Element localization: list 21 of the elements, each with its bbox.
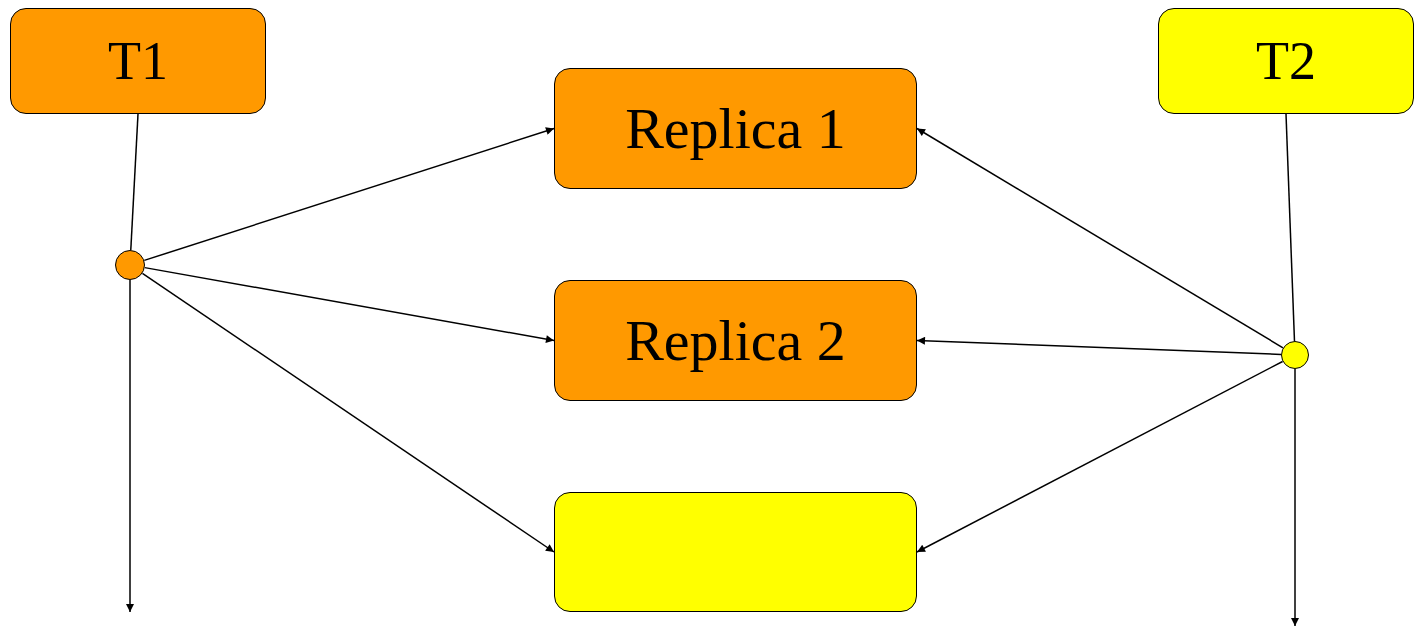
process-box <box>1158 8 1414 114</box>
box-label: Replica 2 <box>625 307 846 374</box>
box-label: Replica 1 <box>625 95 846 162</box>
process-box <box>554 492 917 612</box>
connector-line <box>1285 113 1296 342</box>
arrow <box>143 127 555 262</box>
process-box <box>554 280 917 401</box>
arrow <box>916 360 1284 553</box>
arrow <box>126 279 134 613</box>
arrow <box>141 272 555 553</box>
process-box <box>10 8 266 114</box>
arrow <box>1291 368 1299 627</box>
process-box <box>554 68 917 189</box>
arrow <box>144 266 555 344</box>
connector-line <box>130 113 139 251</box>
junction-circle <box>115 250 145 280</box>
arrow <box>916 127 1284 349</box>
arrow <box>916 336 1282 356</box>
junction-circle <box>1281 341 1309 369</box>
box-label: T1 <box>108 30 168 92</box>
box-label: T2 <box>1256 30 1316 92</box>
